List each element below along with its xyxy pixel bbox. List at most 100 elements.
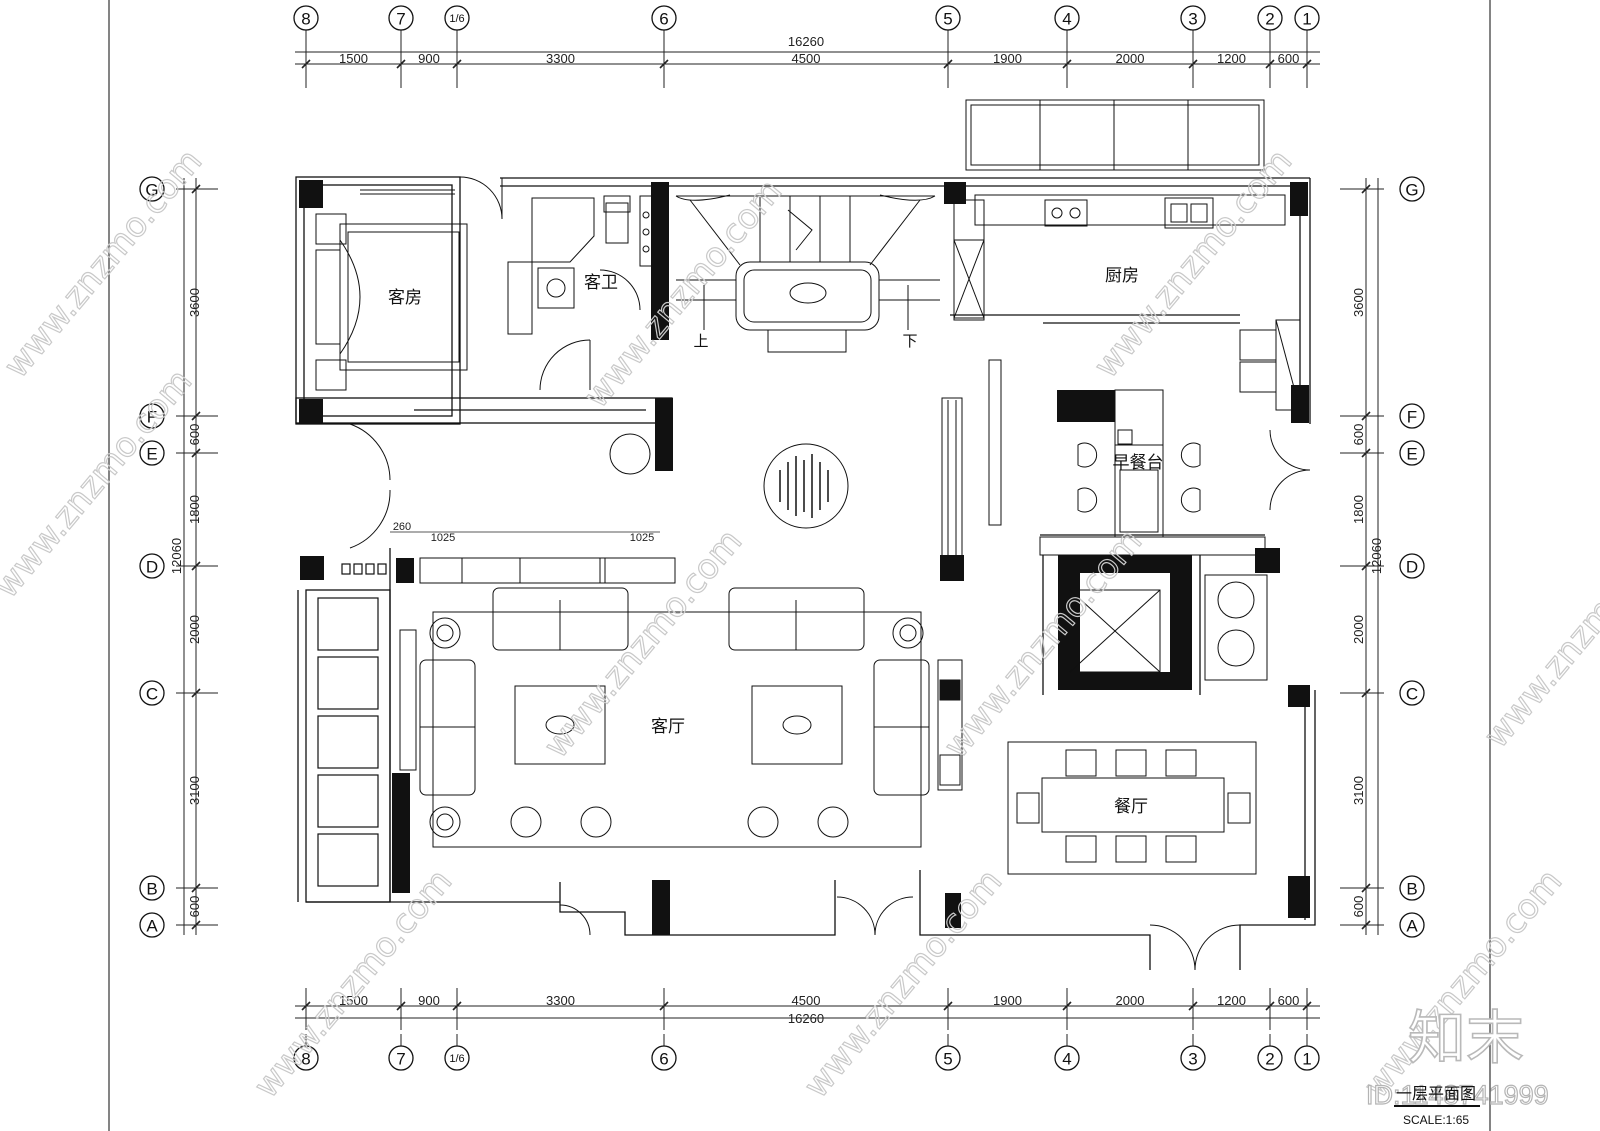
dim-top-segment-5: 2000 — [1116, 51, 1145, 66]
svg-text:5: 5 — [943, 1050, 952, 1069]
watermark-site-2: www.znzmo.com — [576, 172, 790, 416]
grid-bubble-left-D: D — [139, 553, 165, 579]
watermark-site-1: www.znzmo.com — [0, 142, 210, 386]
dim-right-segment-5: 600 — [1351, 896, 1366, 918]
grid-bubble-left-B: B — [139, 875, 165, 901]
dim-top-segment-2: 3300 — [546, 51, 575, 66]
grid-bubble-right-G: G — [1399, 176, 1425, 202]
bookshelf — [317, 563, 387, 887]
grid-bubble-top-4: 4 — [1054, 5, 1080, 31]
dim-left-segment-3: 2000 — [187, 615, 202, 644]
svg-text:8: 8 — [301, 1050, 310, 1069]
svg-text:G: G — [1405, 181, 1418, 200]
svg-text:B: B — [146, 880, 157, 899]
dim-right-segment-0: 3600 — [1351, 288, 1366, 317]
grid-bubble-bottom-2: 2 — [1257, 1045, 1283, 1071]
svg-text:8: 8 — [301, 10, 310, 29]
svg-text:2: 2 — [1265, 10, 1274, 29]
room-label-guest-room: 客房 — [388, 288, 422, 308]
grid-bubble-right-C: C — [1399, 680, 1425, 706]
grid-bubble-left-F: F — [139, 403, 165, 429]
dim-top-segment-3: 4500 — [792, 51, 821, 66]
dim-top-segment-4: 1900 — [993, 51, 1022, 66]
dim-top-segment-7: 600 — [1278, 51, 1300, 66]
dim-left-segment-5: 600 — [187, 896, 202, 918]
svg-text:5: 5 — [943, 10, 952, 29]
dining-furniture — [1007, 741, 1257, 875]
guest-room-furniture — [315, 176, 503, 391]
watermark-site-7: www.znzmo.com — [1476, 512, 1600, 756]
grid-bubble-right-A: A — [1399, 912, 1425, 938]
room-label-dining-room: 餐厅 — [1114, 797, 1148, 817]
dim-bottom-segment-1: 900 — [418, 993, 440, 1008]
solid-walls — [299, 180, 1310, 935]
svg-text:3: 3 — [1188, 1050, 1197, 1069]
breakfast-bar — [1039, 389, 1268, 681]
dim-bottom-total: 16260 — [788, 1011, 824, 1026]
grid-bubble-top-1-6: 1/6 — [444, 5, 470, 31]
svg-text:D: D — [1406, 558, 1418, 577]
dim-right-segment-2: 1800 — [1351, 495, 1366, 524]
central-features — [609, 359, 1002, 579]
svg-text:F: F — [147, 408, 157, 427]
guest-bath-fixtures — [507, 195, 653, 391]
watermark-site-8: www.znzmo.com — [246, 862, 460, 1106]
grid-bubble-top-8: 8 — [293, 5, 319, 31]
svg-text:F: F — [1407, 408, 1417, 427]
grid-bubble-left-A: A — [139, 912, 165, 938]
grid-bubble-bottom-1: 1 — [1294, 1045, 1320, 1071]
dim-right-total: 12060 — [1369, 538, 1384, 574]
sheet-frame — [108, 0, 1491, 1131]
dim-left-segment-2: 1800 — [187, 495, 202, 524]
room-label-living-room: 客厅 — [651, 717, 685, 737]
dim-right-segment-4: 3100 — [1351, 776, 1366, 805]
svg-text:3: 3 — [1188, 10, 1197, 29]
grid-bubble-top-2: 2 — [1257, 5, 1283, 31]
dim-bottom-segment-4: 1900 — [993, 993, 1022, 1008]
walls — [295, 176, 1316, 970]
svg-text:A: A — [146, 917, 158, 936]
dim-bottom-segment-5: 2000 — [1116, 993, 1145, 1008]
grid-bubble-top-5: 5 — [935, 5, 961, 31]
grid-bubble-left-C: C — [139, 680, 165, 706]
room-label-guest-bath: 客卫 — [584, 273, 618, 293]
svg-text:7: 7 — [396, 1050, 405, 1069]
dim-left-segment-1: 600 — [187, 424, 202, 446]
svg-text:6: 6 — [659, 1050, 668, 1069]
inner-dimensions: 260 1025 1025 — [390, 521, 660, 544]
grid-bubble-bottom-6: 6 — [651, 1045, 677, 1071]
dim-right-segment-1: 600 — [1351, 424, 1366, 446]
grid-bubble-right-F: F — [1399, 403, 1425, 429]
svg-text:A: A — [1406, 917, 1418, 936]
svg-text:4: 4 — [1062, 1050, 1071, 1069]
svg-text:B: B — [1406, 880, 1417, 899]
inner-dim-1025-a: 1025 — [431, 532, 455, 544]
grid-bubble-left-G: G — [139, 176, 165, 202]
grid-bubble-right-B: B — [1399, 875, 1425, 901]
grid-bubble-right-E: E — [1399, 440, 1425, 466]
stair-up-label: 上 — [693, 332, 708, 350]
dim-left-total: 12060 — [169, 538, 184, 574]
svg-text:C: C — [1406, 685, 1418, 704]
grid-bubble-top-7: 7 — [388, 5, 414, 31]
dim-bottom-segment-0: 1500 — [339, 993, 368, 1008]
inner-dim-1025-b: 1025 — [630, 532, 654, 544]
dim-left-segment-4: 3100 — [187, 776, 202, 805]
living-room-furniture — [399, 557, 963, 848]
svg-text:G: G — [145, 181, 158, 200]
watermark-brand: 知末 — [1408, 1004, 1524, 1072]
dim-right-segment-3: 2000 — [1351, 615, 1366, 644]
dim-top-segment-0: 1500 — [339, 51, 368, 66]
dim-bottom-segment-6: 1200 — [1217, 993, 1246, 1008]
grid-bubble-right-D: D — [1399, 553, 1425, 579]
svg-text:1/6: 1/6 — [449, 1053, 464, 1065]
grid-bubble-top-3: 3 — [1180, 5, 1206, 31]
drawing-title: 一层平面图 — [1396, 1084, 1476, 1103]
svg-text:2: 2 — [1265, 1050, 1274, 1069]
dim-bottom-segment-3: 4500 — [792, 993, 821, 1008]
room-label-breakfast-bar: 早餐台 — [1113, 453, 1164, 473]
svg-text:1: 1 — [1302, 10, 1311, 29]
